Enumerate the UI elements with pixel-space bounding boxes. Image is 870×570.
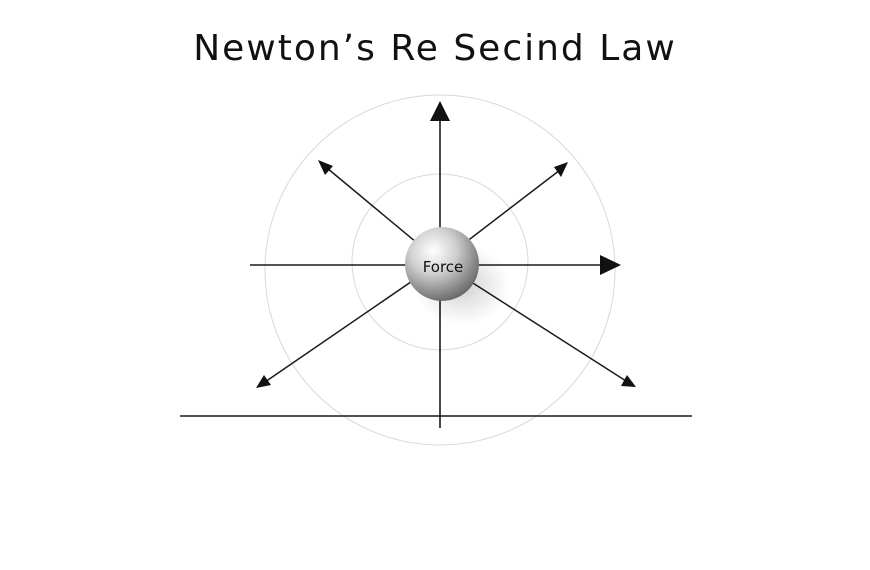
lower-left-arrowhead-icon: [256, 375, 271, 388]
center-label: Force: [423, 258, 464, 276]
up-arrowhead-icon: [430, 101, 450, 121]
page-title: Newton’s Re Secind Law: [193, 28, 677, 69]
upper-right-arrowhead-icon: [554, 162, 568, 177]
outer-ring: [264, 94, 616, 446]
force-ball: Force: [405, 227, 479, 301]
right-arrowhead-icon: [600, 255, 621, 275]
upper-left-arrowhead-icon: [318, 160, 333, 175]
lower-right-arrowhead-icon: [621, 375, 636, 387]
sphere-icon: [405, 227, 479, 301]
